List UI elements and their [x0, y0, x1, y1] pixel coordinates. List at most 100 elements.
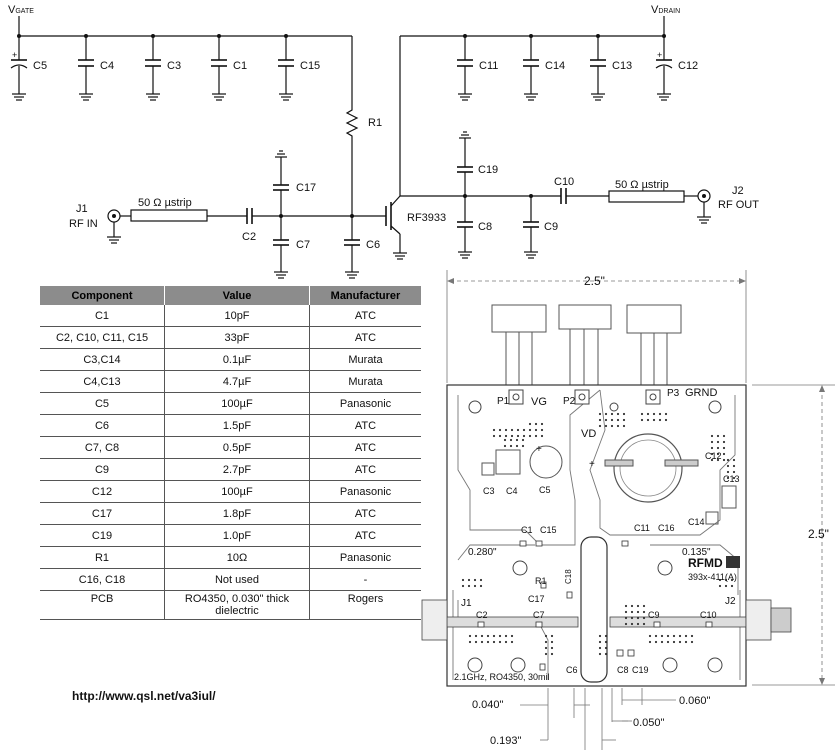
bom-cell-component: C3,C14: [40, 348, 165, 371]
cap-label: C1: [233, 60, 247, 72]
rf-in-label: RF IN: [69, 218, 98, 230]
pcb-c2-label: C2: [476, 610, 488, 620]
bom-cell-value: 2.7pF: [164, 458, 310, 481]
bom-cell-component: C9: [40, 458, 165, 481]
pcb-p1-label: P1: [497, 396, 510, 407]
c13-pad: [721, 485, 737, 509]
bom-cell-value: 0.5pF: [164, 436, 310, 459]
bom-cell-manufacturer: ATC: [309, 524, 421, 547]
cap-c13: C13: [590, 34, 632, 101]
c5-polarity-plus-icon: +: [536, 444, 542, 455]
cap-c1: C1: [211, 34, 247, 101]
bom-cell-manufacturer: ATC: [309, 414, 421, 437]
pcb-dim-0280: 0.280": [468, 547, 497, 558]
cap-label: C12: [678, 60, 698, 72]
rf-out-label: RF OUT: [718, 199, 759, 211]
source-url[interactable]: http://www.qsl.net/va3iul/: [72, 689, 216, 703]
pcb-dim-0193: 0.193": [490, 735, 522, 747]
cap-c14: C14: [523, 34, 565, 101]
bom-cell-manufacturer: Panasonic: [309, 392, 421, 415]
drain-decoupling-caps: C11 C14 C13 + C12: [457, 34, 698, 101]
cap-c5: +C5: [10, 34, 47, 101]
cap-label: C5: [33, 60, 47, 72]
r1-resistor: [345, 105, 359, 140]
bom-cell-component: C7, C8: [40, 436, 165, 459]
pcb-j1-label: J1: [461, 598, 472, 609]
bom-cell-value: Not used: [164, 568, 310, 591]
pcb-c4-label: C4: [506, 486, 518, 496]
output-trace: [609, 616, 747, 628]
bom-cell-manufacturer: Rogers: [309, 590, 421, 620]
strip-out-label: 50 Ω µstrip: [615, 179, 669, 191]
bom-cell-component: PCB: [40, 590, 165, 620]
cap-label: C13: [612, 60, 632, 72]
bom-cell-manufacturer: Panasonic: [309, 480, 421, 503]
pcb-value-line2: dielectric: [215, 605, 259, 617]
bom-cell-component: C6: [40, 414, 165, 437]
bom-cell-value: 33pF: [164, 326, 310, 349]
input-microstrip: [130, 209, 208, 222]
r1-label: R1: [368, 117, 382, 129]
pcb-vg-label: VG: [531, 396, 547, 408]
cap-c11: C11: [457, 34, 498, 101]
dim-top-label: 2.5": [584, 274, 605, 288]
cap-label: C11: [479, 60, 498, 72]
c6-label: C6: [366, 239, 380, 251]
bom-cell-component: C17: [40, 502, 165, 525]
pcb-vd-label: VD: [581, 428, 596, 440]
bom-cell-manufacturer: ATC: [309, 502, 421, 525]
bom-cell-value: 100µF: [164, 392, 310, 415]
bom-cell-value: 0.1µF: [164, 348, 310, 371]
bom-header-value: Value: [164, 286, 310, 305]
pcb-c9-label: C9: [648, 610, 660, 620]
bom-cell-value: 1.8pF: [164, 502, 310, 525]
bom-cell-manufacturer: Murata: [309, 370, 421, 393]
rfmd-logo: RFMD: [688, 556, 723, 570]
bom-header-component: Component: [40, 286, 165, 305]
pcb-dim-0060: 0.060": [679, 695, 711, 707]
j1-sma-connector: [421, 599, 448, 641]
j1-label: J1: [76, 203, 88, 215]
bom-cell-manufacturer: ATC: [309, 458, 421, 481]
bom-cell-component: C5: [40, 392, 165, 415]
cap-c12: + C12: [655, 34, 698, 101]
bom-cell-value: 1.5pF: [164, 414, 310, 437]
rfmd-logo-mark: [726, 556, 740, 568]
dim-right-label: 2.5": [808, 527, 829, 541]
bom-cell-value: 10pF: [164, 305, 310, 327]
input-trace: [446, 616, 579, 628]
pcb-c11-label: C11: [634, 523, 650, 533]
bom-cell-value: 10Ω: [164, 546, 310, 569]
cap-c15: C15: [278, 34, 320, 101]
c7-label: C7: [296, 239, 310, 251]
cap-label: C14: [545, 60, 565, 72]
pcb-c3-label: C3: [483, 486, 495, 496]
mounting-holes: [467, 400, 723, 673]
bom-cell-manufacturer: Murata: [309, 348, 421, 371]
c8-label: C8: [478, 221, 492, 233]
c4-pad: [495, 449, 521, 475]
polarity-plus-icon: +: [657, 50, 662, 60]
pcb-c14-label: C14: [688, 517, 705, 527]
pcb-j2-label: J2: [725, 596, 736, 607]
pcb-c13-label: C13: [723, 474, 740, 484]
pcb-p3-label: P3: [667, 388, 680, 399]
via-array: [461, 412, 736, 656]
bom-cell-manufacturer: Panasonic: [309, 546, 421, 569]
pcb-value-line1: RO4350, 0.030" thick: [184, 593, 290, 605]
pcb-c16-label: C16: [658, 523, 675, 533]
